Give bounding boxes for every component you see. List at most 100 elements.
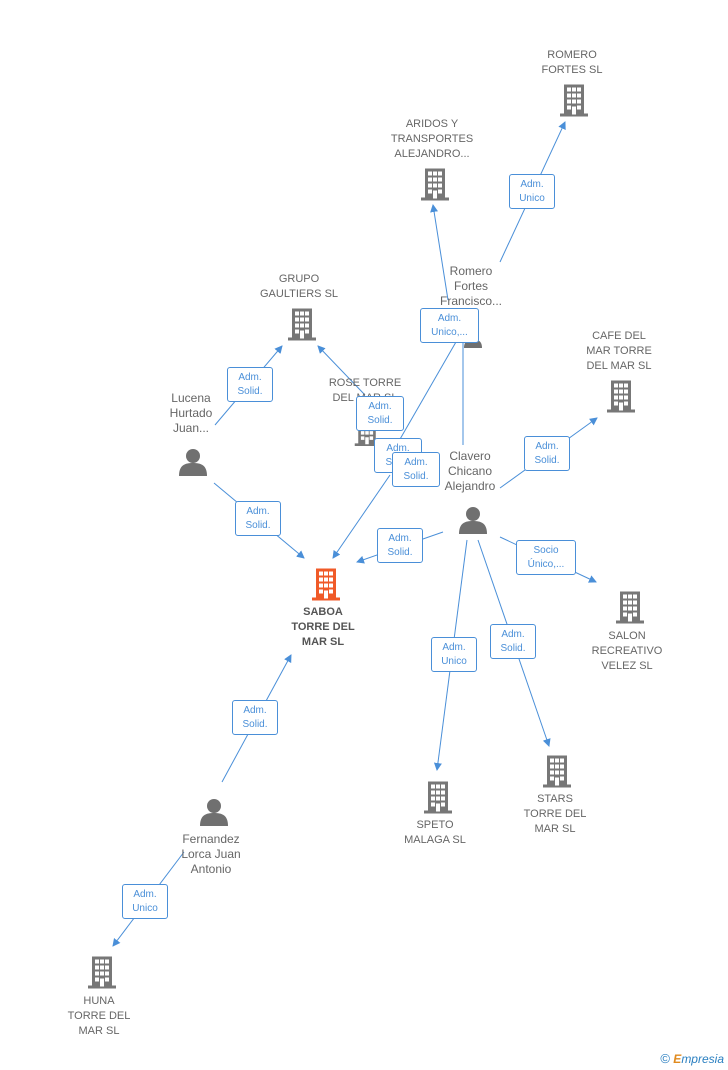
node-label-line: MALAGA SL — [404, 834, 466, 846]
node-label-line: TORRE DEL — [67, 1010, 131, 1022]
node-label-line: SALON — [608, 630, 646, 642]
node-label-line: Chicano — [447, 464, 493, 478]
building-icon — [421, 168, 449, 201]
company-node-aridos[interactable]: ARIDOS Y TRANSPORTES ALEJANDRO... — [391, 117, 473, 162]
node-label-line: SABOA — [303, 606, 343, 618]
edge-role-line: Solid. — [534, 455, 560, 466]
company-node-stars[interactable]: STARS TORRE DEL MAR SL — [524, 792, 587, 837]
edge-role-line: Adm. — [243, 705, 267, 716]
node-label-line: Hurtado — [169, 406, 213, 420]
edge-role-line: Unico,... — [431, 327, 468, 338]
node-label-line: Francisco... — [439, 294, 503, 308]
edge-role-line: Adm. — [388, 533, 412, 544]
node-label-line: CAFE DEL — [592, 330, 646, 342]
node-label-line: ALEJANDRO... — [394, 148, 470, 160]
edge-role-line: Unico — [132, 903, 158, 914]
edge-role-label[interactable]: Adm. Solid. — [227, 367, 273, 402]
node-label-line: Antonio — [190, 862, 232, 876]
main-building-icon — [312, 568, 340, 601]
company-node-speto[interactable]: SPETO MALAGA SL — [404, 818, 466, 848]
edge-role-line: Adm. — [386, 443, 410, 454]
edge-line — [317, 345, 366, 396]
edge-role-line: Adm. — [368, 401, 392, 412]
edge-role-label[interactable]: Adm. Solid. — [490, 624, 536, 659]
node-label-line: VELEZ SL — [601, 660, 653, 672]
node-label-line: MAR SL — [534, 823, 576, 835]
node-label-line: Lucena — [171, 391, 211, 405]
edge-role-label[interactable]: Adm. Unico — [509, 174, 555, 209]
company-node-salon[interactable]: SALON RECREATIVO VELEZ SL — [592, 629, 663, 674]
node-label-line: DEL MAR SL — [586, 360, 652, 372]
company-node-grupo-gaultiers[interactable]: GRUPO GAULTIERS SL — [260, 272, 338, 302]
edge-role-line: Solid. — [403, 471, 429, 482]
edge-role-line: Adm. — [535, 441, 559, 452]
person-icon — [459, 507, 487, 534]
edge-role-line: Adm. — [442, 642, 466, 653]
node-label-line: FORTES SL — [541, 64, 603, 76]
edge-role-line: Unico — [441, 656, 467, 667]
node-label-line: ROSE TORRE — [328, 377, 402, 389]
edge-role-line: Socio — [533, 545, 559, 556]
node-label-line: TORRE DEL — [523, 808, 587, 820]
node-label-line: Fortes — [453, 279, 489, 293]
building-icon — [88, 956, 116, 989]
node-label-line: GAULTIERS SL — [259, 288, 339, 300]
edge-role-label[interactable]: Adm. Unico — [431, 637, 477, 672]
node-label-line: Lorca Juan — [181, 847, 241, 861]
node-label-line: Fernandez — [182, 832, 240, 846]
edge-role-line: Solid. — [245, 520, 271, 531]
edge-role-line: Adm. — [437, 313, 462, 324]
edge-role-label[interactable]: Adm. Unico,... — [420, 308, 479, 343]
edge-role-label[interactable]: Adm. Solid. — [235, 501, 281, 536]
edge-role-line: Solid. — [387, 547, 413, 558]
edge-role-line: Solid. — [500, 643, 526, 654]
building-icon — [607, 380, 635, 413]
empresia-logo[interactable]: © Empresia — [660, 1051, 724, 1066]
node-label-line: GRUPO — [278, 273, 320, 285]
edge-role-line: Adm. — [404, 457, 428, 468]
brand-name: mpresia — [681, 1052, 724, 1066]
brand-initial: E — [673, 1052, 682, 1066]
edge-role-line: Adm. — [246, 506, 270, 517]
node-label-line: TRANSPORTES — [390, 133, 474, 145]
node-label-line: TORRE DEL — [291, 621, 355, 633]
company-node-huna[interactable]: HUNA TORRE DEL MAR SL — [68, 994, 131, 1039]
node-label-line: ROMERO — [547, 49, 597, 61]
edge-role-line: Adm. — [133, 889, 157, 900]
node-label-line: STARS — [537, 793, 573, 805]
edge-role-line: Solid. — [242, 719, 268, 730]
edge-role-label[interactable]: Adm. Solid. — [377, 528, 423, 563]
building-icon — [424, 781, 452, 814]
edge-role-label[interactable]: Adm. Solid. — [356, 396, 404, 431]
edge-role-line: Unico — [519, 193, 545, 204]
edge-role-line: Adm. — [238, 372, 262, 383]
edge-role-label[interactable]: Adm. Unico — [122, 884, 168, 919]
edge-role-line: Solid. — [367, 415, 393, 426]
person-icon — [179, 449, 207, 476]
building-icon — [543, 755, 571, 788]
company-node-cafe-del-mar[interactable]: CAFE DEL MAR TORRE DEL MAR SL — [586, 329, 652, 374]
person-node-romero-fortes-francisco[interactable]: Romero Fortes Francisco... — [440, 264, 502, 309]
edge-role-label[interactable]: Adm. Solid. — [524, 436, 570, 471]
person-icon — [200, 799, 228, 826]
node-label-line: MAR SL — [78, 1025, 120, 1037]
node-label-line: SPETO — [416, 819, 454, 831]
node-label-line: RECREATIVO — [591, 645, 663, 657]
person-node-clavero[interactable]: Clavero Chicano Alejandro — [445, 449, 496, 494]
person-node-lucena[interactable]: Lucena Hurtado Juan... — [170, 391, 213, 436]
company-node-romero-fortes-sl[interactable]: ROMERO FORTES SL — [542, 48, 603, 78]
node-label-line: Clavero — [449, 449, 491, 463]
edge-line — [430, 204, 449, 301]
edge-role-label[interactable]: Socio Único,... — [516, 540, 576, 575]
node-label-line: Romero — [449, 264, 493, 278]
edge-role-label[interactable]: Adm. Solid. — [232, 700, 278, 735]
person-node-fernandez[interactable]: Fernandez Lorca Juan Antonio — [181, 832, 240, 877]
node-label-line: HUNA — [83, 995, 115, 1007]
node-label-line: MAR SL — [301, 636, 345, 648]
building-icon — [616, 591, 644, 624]
main-company-node-saboa[interactable]: SABOA TORRE DEL MAR SL — [291, 605, 354, 650]
edge-role-label[interactable]: Adm. Solid. — [392, 452, 440, 487]
copyright-symbol: © — [660, 1051, 670, 1066]
building-icon — [288, 308, 316, 341]
